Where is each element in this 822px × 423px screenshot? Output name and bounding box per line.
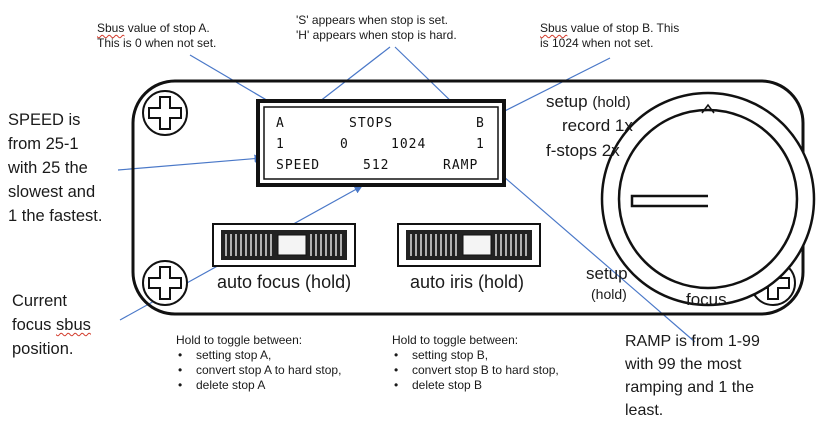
note-stop-b-line1: value of stop B. This bbox=[567, 21, 680, 35]
arrow-speed bbox=[117, 154, 263, 171]
note-speed-line: from 25-1 bbox=[8, 135, 79, 153]
note-stop-a-line2: This is 0 when not set. bbox=[97, 36, 217, 50]
knob-setup-hold-label: setup (hold) bbox=[546, 92, 631, 112]
hold-b-item: setting stop B, bbox=[392, 348, 559, 363]
auto-iris-switch-graphic bbox=[397, 223, 541, 267]
note-speed-line: SPEED is bbox=[8, 111, 81, 129]
note-stop-flags: 'S' appears when stop is set. 'H' appear… bbox=[296, 13, 457, 43]
note-ramp-line: least. bbox=[625, 402, 664, 419]
note-stop-a-sbus: Sbus bbox=[97, 21, 125, 35]
note-ramp: RAMP is from 1-99 with 99 the most rampi… bbox=[625, 330, 760, 422]
note-stop-a: Sbus value of stop A. This is 0 when not… bbox=[97, 21, 216, 51]
note-focus-line3: position. bbox=[12, 340, 74, 358]
auto-iris-label: auto iris (hold) bbox=[410, 272, 525, 292]
lcd-ramp-label: RAMP bbox=[443, 158, 479, 173]
note-speed-line: 1 the fastest. bbox=[8, 207, 103, 225]
auto-focus-label: auto focus (hold) bbox=[217, 272, 352, 292]
auto-focus-switch-graphic bbox=[212, 223, 356, 267]
lcd-stops-label: STOPS bbox=[349, 116, 394, 131]
note-ramp-line: ramping and 1 the bbox=[625, 379, 754, 396]
knob-focus-label: focus bbox=[686, 290, 727, 309]
note-focus-sbus: sbus bbox=[56, 316, 91, 334]
note-focus-position: Current focus sbus position. bbox=[12, 289, 91, 361]
lcd-focus-value: 512 bbox=[363, 158, 390, 173]
knob-setup-text: setup bbox=[546, 92, 588, 111]
note-stop-flags-line2: 'H' appears when stop is hard. bbox=[296, 28, 457, 42]
hold-a-item: convert stop A to hard stop, bbox=[176, 363, 341, 378]
note-stop-b-line2: is 1024 when not set. bbox=[540, 36, 654, 50]
hold-a-title: Hold to toggle between: bbox=[176, 333, 303, 347]
note-focus-line1: Current bbox=[12, 292, 68, 310]
note-speed: SPEED is from 25-1 with 25 the slowest a… bbox=[8, 108, 102, 228]
hold-a-notes: Hold to toggle between: setting stop A, … bbox=[176, 333, 341, 393]
hold-b-item: delete stop B bbox=[392, 378, 559, 393]
hold-b-title: Hold to toggle between: bbox=[392, 333, 519, 347]
lcd-b-value: 1024 bbox=[391, 137, 427, 152]
lcd-b-label: B bbox=[476, 116, 485, 131]
lcd-a-value: 0 bbox=[340, 137, 349, 152]
lcd-a-flag: 1 bbox=[276, 137, 285, 152]
screw-icon bbox=[142, 90, 188, 136]
knob-setup-bottom-label: setup bbox=[586, 264, 628, 283]
hold-a-item: setting stop A, bbox=[176, 348, 341, 363]
note-focus-line2: focus bbox=[12, 316, 57, 334]
screw-icon bbox=[142, 260, 188, 306]
note-stop-b: Sbus value of stop B. This is 1024 when … bbox=[540, 21, 679, 51]
note-stop-a-line1: value of stop A. bbox=[124, 21, 210, 35]
knob-record-label: record 1x bbox=[562, 116, 633, 135]
hold-b-item: convert stop B to hard stop, bbox=[392, 363, 559, 378]
note-speed-line: with 25 the bbox=[8, 159, 88, 177]
knob-setup-bottom-hold: (hold) bbox=[591, 286, 627, 302]
hold-b-notes: Hold to toggle between: setting stop B, … bbox=[392, 333, 559, 393]
note-speed-line: slowest and bbox=[8, 183, 96, 201]
note-stop-flags-line1: 'S' appears when stop is set. bbox=[296, 13, 448, 27]
knob-fstops-label: f-stops 2x bbox=[546, 141, 620, 160]
note-ramp-line: RAMP is from 1-99 bbox=[625, 333, 760, 350]
lcd-b-flag: 1 bbox=[476, 137, 485, 152]
note-ramp-line: with 99 the most bbox=[625, 356, 742, 373]
lcd-speed-label: SPEED bbox=[276, 158, 321, 173]
lcd-a-label: A bbox=[276, 116, 285, 131]
note-stop-b-sbus: Sbus bbox=[540, 21, 568, 35]
hold-a-item: delete stop A bbox=[176, 378, 341, 393]
knob-setup-hold-text: (hold) bbox=[592, 94, 631, 111]
